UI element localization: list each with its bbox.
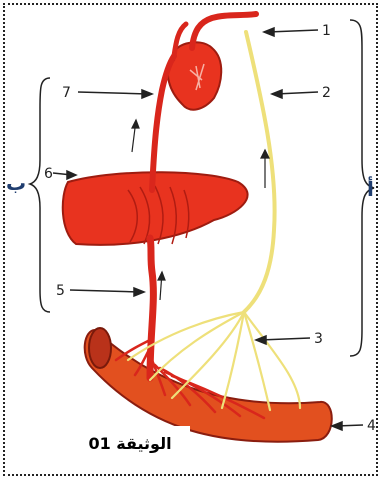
side-label-left: ب (6, 171, 26, 195)
label-1: 1 (322, 23, 331, 39)
bracket-left (30, 78, 50, 312)
label-6: 6 (44, 166, 53, 182)
document-caption: الوثيقة 01 (70, 426, 190, 460)
side-label-right: أ (367, 175, 374, 201)
label-2: 2 (322, 85, 331, 101)
label-3: 3 (314, 331, 323, 347)
label-4: 4 (367, 418, 376, 434)
label-5: 5 (56, 283, 65, 299)
label-7: 7 (62, 85, 71, 101)
